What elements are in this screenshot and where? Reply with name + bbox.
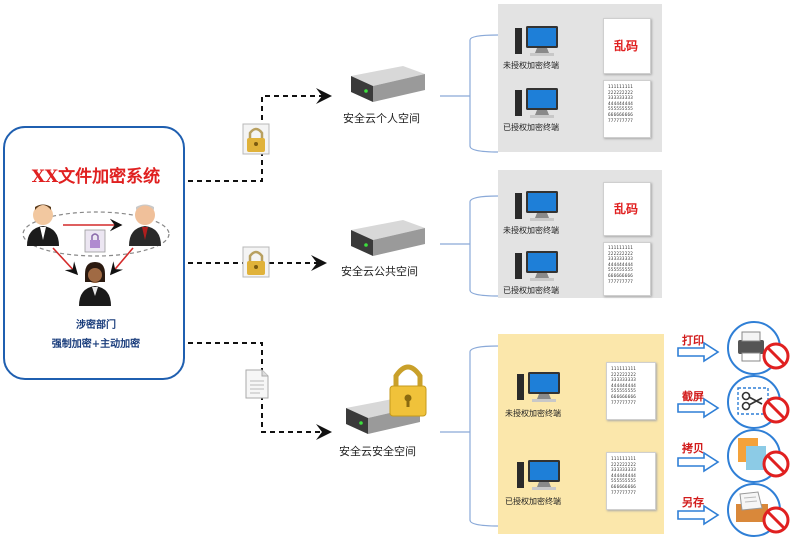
garbled-text: 乱码 (614, 202, 639, 216)
server-icon-secure (346, 364, 427, 434)
brace-public (440, 195, 499, 297)
doc-line: 222222222 (611, 462, 637, 468)
doc-line: 555555555 (608, 268, 634, 274)
doc-line: 333333333 (611, 378, 637, 384)
secure-space-label: 安全云安全空间 (339, 445, 416, 458)
doc-line: 444444444 (608, 262, 634, 268)
arrow-print (677, 341, 720, 363)
doc-line: 444444444 (611, 383, 637, 389)
garbled-text: 乱码 (614, 39, 639, 53)
encryption-system-box: XX文件加密系统 (3, 126, 185, 380)
encrypted-file-icon (84, 229, 106, 253)
server-icon-personal (351, 66, 425, 102)
terminal-icon-personal-unauthorized (515, 26, 558, 56)
doc-line: 666666666 (611, 394, 637, 400)
terminal-icon-secure-unauthorized (517, 372, 560, 402)
save-as-label: 另存 (682, 496, 704, 509)
doc-line: 333333333 (608, 96, 634, 102)
plain-document-secure-authorized: 111111111 222222222 333333333 444444444 … (606, 452, 656, 510)
secure-unauthorized-label: 未授权加密终端 (505, 409, 561, 418)
doc-line: 333333333 (611, 468, 637, 474)
doc-line: 555555555 (611, 479, 637, 485)
lock-file-icon-personal (242, 123, 270, 155)
doc-line: 666666666 (608, 273, 634, 279)
copy-label: 拷贝 (682, 442, 704, 455)
print-label: 打印 (682, 334, 704, 347)
doc-line: 111111111 (611, 457, 637, 462)
terminal-icon-personal-authorized (515, 88, 558, 118)
doc-line: 111111111 (608, 246, 634, 251)
doc-line: 555555555 (611, 389, 637, 395)
department-users-diagram (22, 204, 170, 306)
arrow-copy (677, 451, 720, 473)
brace-secure (440, 345, 499, 527)
public-unauthorized-label: 未授权加密终端 (503, 226, 559, 235)
screenshot-label: 截屏 (682, 390, 704, 403)
arrow-screenshot (677, 397, 720, 419)
system-title: XX文件加密系统 (31, 167, 161, 187)
doc-line: 222222222 (608, 90, 634, 96)
public-authorized-label: 已授权加密终端 (503, 286, 559, 295)
garbled-document-public: 乱码 (603, 182, 651, 236)
doc-line: 111111111 (611, 367, 637, 372)
printer-forbidden-icon (727, 321, 790, 375)
doc-line: 111111111 (608, 85, 634, 90)
doc-line: 666666666 (611, 484, 637, 490)
plain-file-icon (245, 369, 269, 399)
save-as-forbidden-icon (727, 483, 790, 537)
user-avatar-bottom (79, 262, 111, 306)
secure-authorized-label: 已授权加密终端 (505, 497, 561, 506)
doc-line: 444444444 (608, 101, 634, 107)
padlock-icon (389, 364, 427, 417)
terminal-icon-secure-authorized (517, 460, 560, 490)
doc-line: 777777777 (611, 400, 637, 406)
lock-file-icon-public (242, 246, 270, 278)
doc-line: 555555555 (608, 107, 634, 113)
plain-document-personal: 111111111 222222222 333333333 444444444 … (603, 80, 651, 138)
terminal-icon-public-authorized (515, 251, 558, 281)
personal-authorized-label: 已授权加密终端 (503, 123, 559, 132)
server-icon-public (351, 220, 425, 256)
terminal-icon-public-unauthorized (515, 191, 558, 221)
plain-document-public: 111111111 222222222 333333333 444444444 … (603, 242, 651, 296)
copy-forbidden-icon (727, 429, 790, 483)
arrow-save-as (677, 504, 720, 526)
doc-line: 222222222 (611, 372, 637, 378)
encryption-mode-label: 强制加密+主动加密 (51, 339, 141, 350)
department-label: 涉密部门 (76, 320, 116, 331)
doc-line: 333333333 (608, 257, 634, 263)
plain-document-secure-unauthorized: 111111111 222222222 333333333 444444444 … (606, 362, 656, 420)
arrow-to-personal-space (188, 88, 332, 182)
doc-line: 222222222 (608, 251, 634, 257)
doc-line: 777777777 (608, 279, 634, 285)
user-avatar-right (129, 204, 161, 246)
brace-personal (440, 34, 499, 153)
public-space-label: 安全云公共空间 (341, 265, 418, 278)
personal-space-label: 安全云个人空间 (343, 112, 420, 125)
user-avatar-left (27, 204, 59, 246)
doc-line: 777777777 (608, 118, 634, 124)
doc-line: 666666666 (608, 112, 634, 118)
doc-line: 777777777 (611, 490, 637, 496)
scissors-forbidden-icon (727, 375, 790, 429)
personal-unauthorized-label: 未授权加密终端 (503, 61, 559, 70)
doc-line: 444444444 (611, 473, 637, 479)
garbled-document-personal: 乱码 (603, 18, 651, 74)
